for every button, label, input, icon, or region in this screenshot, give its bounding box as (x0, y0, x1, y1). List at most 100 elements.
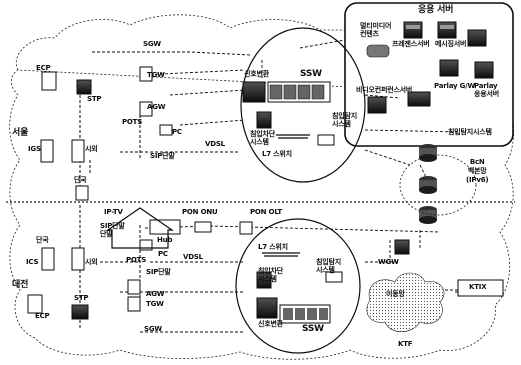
label-signaling-top: 신호변환 (244, 70, 269, 78)
label-ics: ICS (26, 258, 39, 266)
label-local-bottom: 단국 (36, 236, 49, 244)
pon-onu-icon (194, 221, 212, 233)
stp-top-icon (76, 79, 92, 95)
local-bottom-icon (41, 247, 55, 271)
label-seoul: 서울 (12, 128, 29, 138)
top-connection-lines (92, 39, 461, 186)
office-top-icon (71, 139, 85, 163)
label-service-server: 응용 서버 (418, 5, 454, 15)
label-sgw-bottom: SGW (144, 325, 162, 333)
tgw-bottom-icon (127, 296, 141, 312)
label-message-server: 메시징서버 (435, 40, 467, 48)
label-pon-olt: PON OLT (250, 208, 283, 216)
parlay-gw-icon (439, 59, 459, 77)
label-pc-bottom: PC (158, 250, 168, 258)
bottom-ssw-circle (235, 218, 361, 354)
hub-icon (149, 219, 181, 235)
label-ssw-bottom: SSW (302, 324, 324, 334)
label-intrusion-detect-right: 침입탐지시스템 (448, 128, 492, 136)
label-stp-top: STP (87, 95, 102, 103)
label-video-conf-server: 비디오컨퍼런스서버 (356, 86, 413, 94)
ssw-top-icon (267, 81, 331, 103)
label-office-top: 시외 (85, 145, 98, 153)
presence-server-icon (403, 21, 423, 39)
office-bottom-icon (71, 247, 85, 271)
pon-olt-icon (239, 221, 253, 235)
mobile-network-cloud (366, 272, 445, 333)
agw-top-icon (139, 101, 153, 117)
label-parlay-gw: Parlay G/W (434, 82, 476, 90)
label-tgw-top: TGW (147, 71, 165, 79)
intrusion-block-bottom-icon (256, 271, 272, 289)
label-mobile-net: 이동망 (386, 290, 405, 298)
label-igs: IGS (28, 145, 41, 153)
l7-switch-top-icon (276, 134, 310, 139)
intrusion-block-top-icon (256, 111, 272, 129)
tgw-top-icon (139, 66, 153, 82)
bcn-router-bottom (419, 206, 437, 224)
message-server-icon (437, 21, 457, 39)
label-pc-top: PC (172, 128, 182, 136)
home-icon (106, 207, 174, 249)
bcn-router-top (419, 144, 437, 162)
parlay-app-server-icon (474, 61, 494, 79)
label-l7-switch-bottom: L7 스위치 (258, 243, 288, 251)
l7-switch-bottom-icon (262, 252, 300, 257)
label-bcn: BcN 백본망 (IPv6) (466, 158, 489, 184)
label-intrusion-block-top: 침입차단 시스템 (250, 130, 275, 146)
label-ecp-top: ECP (36, 64, 51, 72)
label-agw-bottom: AGW (146, 290, 165, 298)
igs-icon (40, 139, 54, 163)
label-sip-terminal-wide: SIP단말 단말 (100, 222, 125, 238)
label-sip-phone-top: SIP단말 (150, 152, 175, 160)
label-pon-onu: PON ONU (182, 208, 218, 216)
label-tgw-bottom: TGW (146, 300, 164, 308)
label-l7-switch-top: L7 스위치 (262, 150, 292, 158)
ssw-bottom-icon (279, 304, 331, 324)
parlay-server-icon-1 (467, 29, 487, 47)
label-intrusion-block-bottom: 침입차단 시스템 (258, 267, 283, 283)
label-pots-bottom: POTS (126, 256, 147, 264)
label-wgw: WGW (378, 258, 399, 266)
label-conference-server: 프레젠스서버 (392, 40, 430, 48)
label-ssw-top: SSW (300, 69, 322, 79)
top-ssw-circle (240, 27, 366, 183)
label-sip-phone-bottom: SIP단말 (146, 268, 171, 276)
pc-bottom-icon (139, 239, 153, 251)
label-parlay-app-server: Parlay 응용서버 (474, 82, 499, 98)
signaling-bottom-icon (256, 297, 278, 319)
label-sgw-top: SGW (143, 40, 161, 48)
label-pots-top: POTS (122, 118, 143, 126)
label-daejeon: 대전 (12, 280, 29, 290)
agw-bottom-icon (127, 279, 141, 295)
pc-top-icon (159, 124, 173, 136)
wgw-icon (394, 239, 410, 255)
bcn-backbone-oval (399, 154, 477, 216)
label-agw-top: AGW (147, 103, 166, 111)
label-multimedia-contents: 멀티미디어 컨텐츠 (360, 22, 392, 38)
signaling-top-icon (242, 81, 266, 103)
signaling-server-icon (407, 91, 431, 107)
label-ktf: KTF (398, 340, 413, 348)
label-stp-bottom: STP (74, 294, 89, 302)
label-signaling-bottom: 신호변환 (258, 320, 283, 328)
video-conf-server-icon (367, 96, 387, 114)
label-intrusion-detect-top: 침입탐지 시스템 (332, 112, 357, 128)
label-ktix: KTIX (468, 283, 488, 291)
label-office-bottom: 시외 (85, 258, 98, 266)
local-top-icon (75, 185, 89, 201)
label-ip-tv: IP-TV (104, 208, 123, 216)
label-vdsl-top: VDSL (205, 140, 225, 148)
label-local-top: 단국 (74, 176, 87, 184)
label-ecp-bottom: ECP (35, 312, 50, 320)
label-intrusion-detect-bottom: 침입탐지 시스템 (316, 258, 341, 274)
multimedia-server-icon (366, 44, 390, 58)
ecp-top-icon (41, 71, 57, 91)
label-hub: Hub (157, 236, 173, 244)
intrusion-detect-bottom-icon (325, 271, 343, 283)
stp-bottom-icon (71, 304, 89, 320)
outer-cloud-boundary (9, 7, 515, 360)
ecp-bottom-icon (27, 294, 43, 314)
